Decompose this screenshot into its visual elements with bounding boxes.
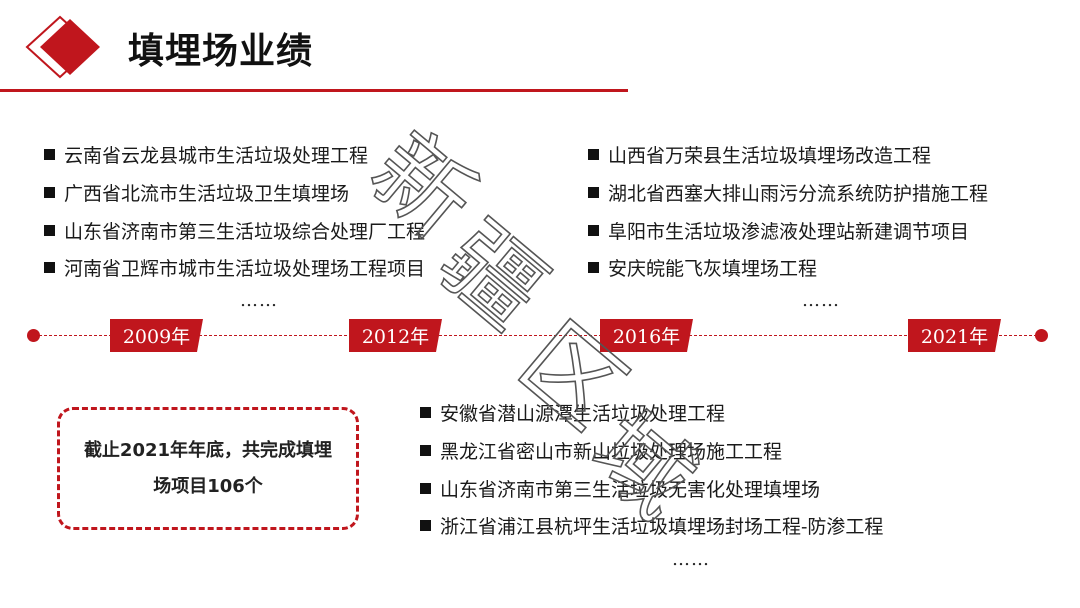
project-name: 广西省北流市生活垃圾卫生填埋场 [64,183,350,206]
project-list-top-left: 云南省云龙县城市生活垃圾处理工程 广西省北流市生活垃圾卫生填埋场 山东省济南市第… [44,136,425,287]
year-tag-2012: 2012年 [349,319,442,352]
project-name: 山东省济南市第三生活垃圾综合处理厂工程 [64,220,426,243]
list-item: 黑龙江省密山市新山垃圾处理场施工工程 [420,432,883,470]
project-name: 山东省济南市第三生活垃圾无害化处理填埋场 [440,478,821,501]
square-bullet-icon [420,407,431,419]
project-name: 阜阳市生活垃圾渗滤液处理站新建调节项目 [608,220,970,243]
list-item: 安徽省潜山源潭生活垃圾处理工程 [420,394,883,432]
year-label: 2021年 [920,326,989,348]
list-item: 广西省北流市生活垃圾卫生填埋场 [44,174,425,212]
square-bullet-icon [588,262,599,274]
page-title: 填埋场业绩 [128,31,314,72]
square-bullet-icon [588,187,599,199]
project-list-top-right: 山西省万荣县生活垃圾填埋场改造工程 湖北省西塞大排山雨污分流系统防护措施工程 阜… [588,136,988,287]
project-name: 湖北省西塞大排山雨污分流系统防护措施工程 [608,183,989,206]
list-item: 山东省济南市第三生活垃圾无害化处理填埋场 [420,469,883,507]
square-bullet-icon [420,482,431,494]
square-bullet-icon [420,520,431,532]
project-name: 浙江省浦江县杭坪生活垃圾填埋场封场工程-防渗工程 [440,516,884,539]
timeline-line [34,335,1042,336]
project-name: 黑龙江省密山市新山垃圾处理场施工工程 [440,441,783,464]
summary-box: 截止2021年年底，共完成填埋场项目106个 [57,407,359,530]
list-item: 云南省云龙县城市生活垃圾处理工程 [44,136,425,174]
list-item: 湖北省西塞大排山雨污分流系统防护措施工程 [588,174,988,212]
square-bullet-icon [420,445,431,457]
list-item: 阜阳市生活垃圾渗滤液处理站新建调节项目 [588,211,988,249]
ellipsis-bottom: …… [672,549,710,570]
project-name: 安徽省潜山源潭生活垃圾处理工程 [440,403,726,426]
list-item: 安庆皖能飞灰填埋场工程 [588,249,988,287]
list-item: 山东省济南市第三生活垃圾综合处理厂工程 [44,211,425,249]
summary-text: 截止2021年年底，共完成填埋场项目106个 [83,439,333,497]
square-bullet-icon [44,149,55,161]
project-name: 安庆皖能飞灰填埋场工程 [608,258,818,281]
ellipsis-top-right: …… [802,290,840,311]
year-label: 2016年 [612,326,681,348]
year-tag-2021: 2021年 [908,319,1001,352]
square-bullet-icon [588,149,599,161]
project-name: 云南省云龙县城市生活垃圾处理工程 [64,145,369,168]
project-name: 河南省卫辉市城市生活垃圾处理场工程项目 [64,258,426,281]
title-divider [0,89,628,92]
square-bullet-icon [44,187,55,199]
year-label: 2012年 [361,326,430,348]
year-tag-2016: 2016年 [600,319,693,352]
project-name: 山西省万荣县生活垃圾填埋场改造工程 [608,145,932,168]
year-tag-2009: 2009年 [110,319,203,352]
red-diamond-icon [25,15,100,79]
list-item: 山西省万荣县生活垃圾填埋场改造工程 [588,136,988,174]
timeline-start-dot [27,329,40,342]
year-label: 2009年 [122,326,191,348]
list-item: 河南省卫辉市城市生活垃圾处理场工程项目 [44,249,425,287]
square-bullet-icon [44,224,55,236]
project-list-bottom: 安徽省潜山源潭生活垃圾处理工程 黑龙江省密山市新山垃圾处理场施工工程 山东省济南… [420,394,883,545]
timeline-end-dot [1035,329,1048,342]
square-bullet-icon [588,224,599,236]
ellipsis-top-left: …… [240,290,278,311]
square-bullet-icon [44,262,55,274]
list-item: 浙江省浦江县杭坪生活垃圾填埋场封场工程-防渗工程 [420,507,883,545]
